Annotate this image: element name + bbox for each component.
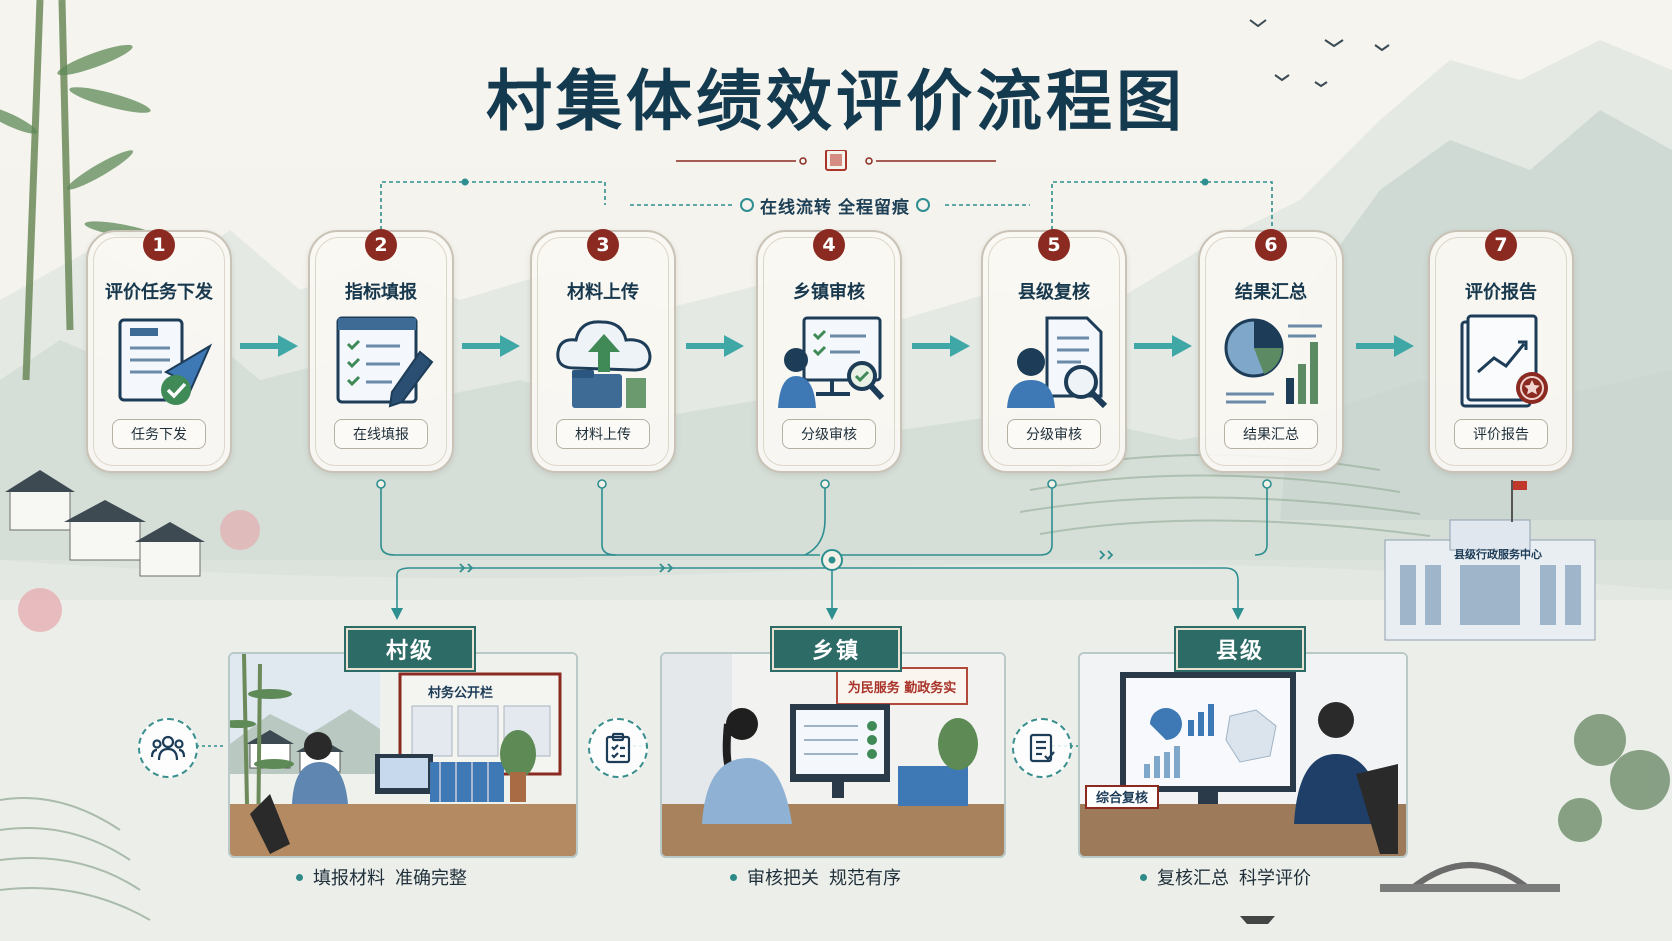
- step-subtitle: 在线填报: [334, 419, 428, 449]
- caption-county: 复核汇总 科学评价: [1140, 864, 1311, 890]
- step-title: 结果汇总: [1235, 282, 1307, 303]
- step-number-badge: 5: [1038, 229, 1070, 261]
- step-subtitle: 分级审核: [1007, 419, 1101, 449]
- step-card-2[interactable]: 2 指标填报 在线填报: [308, 229, 454, 473]
- level-label-township: 乡镇: [772, 628, 900, 670]
- step-subtitle: 材料上传: [556, 419, 650, 449]
- cloud-upload-icon: [556, 320, 652, 408]
- arrow-right-icon: [686, 335, 744, 357]
- step-title: 县级复核: [1018, 282, 1090, 303]
- step-card-3[interactable]: 3 材料上传 材料上传: [530, 229, 676, 473]
- level-label-county: 县级: [1176, 628, 1304, 670]
- step-title: 指标填报: [345, 282, 417, 303]
- township-banner: 为民服务 勤政务实: [848, 680, 957, 696]
- tagline-text-2: 全程留痕: [838, 197, 910, 218]
- tagline-text-1: 在线流转: [760, 197, 832, 218]
- step-title: 评价任务下发: [105, 282, 213, 303]
- step-number-badge: 6: [1255, 229, 1287, 261]
- step-number-badge: 7: [1485, 229, 1517, 261]
- step-title: 材料上传: [567, 282, 639, 303]
- arrow-right-icon: [240, 335, 298, 357]
- tagline: 在线流转 全程留痕: [700, 190, 970, 220]
- pie-bar-chart-icon: [1224, 318, 1322, 404]
- checklist-icon[interactable]: [1012, 718, 1072, 778]
- task-dispatch-icon: [118, 318, 213, 405]
- caption-text-1: 填报材料: [313, 868, 385, 889]
- step-card-7[interactable]: 7 评价报告 评价报告: [1428, 229, 1574, 473]
- tagline-left-dot-icon: [740, 198, 754, 212]
- step-subtitle: 任务下发: [112, 419, 206, 449]
- step-card-6[interactable]: 6 结果汇总 结果汇总: [1198, 229, 1344, 473]
- bullet-icon: [730, 873, 737, 881]
- arrow-right-icon: [912, 335, 970, 357]
- step-number-badge: 2: [365, 229, 397, 261]
- step-card-5[interactable]: 5 县级复核 分级审核: [981, 229, 1127, 473]
- county-desk-sign: 综合复核: [1096, 790, 1148, 806]
- level-label-village: 村级: [346, 628, 474, 670]
- caption-village: 填报材料 准确完整: [296, 864, 467, 890]
- report-certificate-icon: [1460, 314, 1548, 408]
- caption-township: 审核把关 规范有序: [730, 864, 901, 890]
- step-number-badge: 1: [143, 229, 175, 261]
- bullet-icon: [296, 873, 303, 881]
- people-group-icon[interactable]: [138, 718, 198, 778]
- caption-text-2: 规范有序: [829, 868, 901, 889]
- village-board-title: 村务公开栏: [428, 685, 493, 701]
- review-search-icon: [1007, 316, 1108, 409]
- step-title: 乡镇审核: [793, 282, 865, 303]
- step-number-badge: 3: [587, 229, 619, 261]
- step-card-1[interactable]: 1 评价任务下发 任务下发: [86, 229, 232, 473]
- step-card-4[interactable]: 4 乡镇审核 分级审核: [756, 229, 902, 473]
- arrow-right-icon: [1134, 335, 1192, 357]
- form-fill-icon: [336, 316, 434, 408]
- caption-text-2: 准确完整: [395, 868, 467, 889]
- seal-divider: [676, 150, 996, 171]
- scene-village: 村务公开栏: [228, 652, 578, 858]
- step-title: 评价报告: [1465, 282, 1537, 303]
- building-sign: 县级行政服务中心: [1454, 547, 1542, 561]
- clipboard-check-icon[interactable]: [588, 718, 648, 778]
- arrow-right-icon: [462, 335, 520, 357]
- caption-text-1: 审核把关: [747, 868, 819, 889]
- step-number-badge: 4: [813, 229, 845, 261]
- caption-text-1: 复核汇总: [1157, 868, 1229, 889]
- bullet-icon: [1140, 873, 1147, 881]
- caption-text-2: 科学评价: [1239, 868, 1311, 889]
- scene-county: 综合复核: [1078, 652, 1408, 858]
- reviewer-monitor-icon: [778, 316, 885, 408]
- building-sign-text: 县级行政服务中心: [1454, 547, 1542, 561]
- arrow-right-icon: [1356, 335, 1414, 357]
- step-subtitle: 结果汇总: [1224, 419, 1318, 449]
- step-subtitle: 评价报告: [1454, 419, 1548, 449]
- page-title: 村集体绩效评价流程图: [486, 62, 1186, 140]
- step-subtitle: 分级审核: [782, 419, 876, 449]
- scene-township: 为民服务 勤政务实: [660, 652, 1006, 858]
- tagline-right-dot-icon: [916, 198, 930, 212]
